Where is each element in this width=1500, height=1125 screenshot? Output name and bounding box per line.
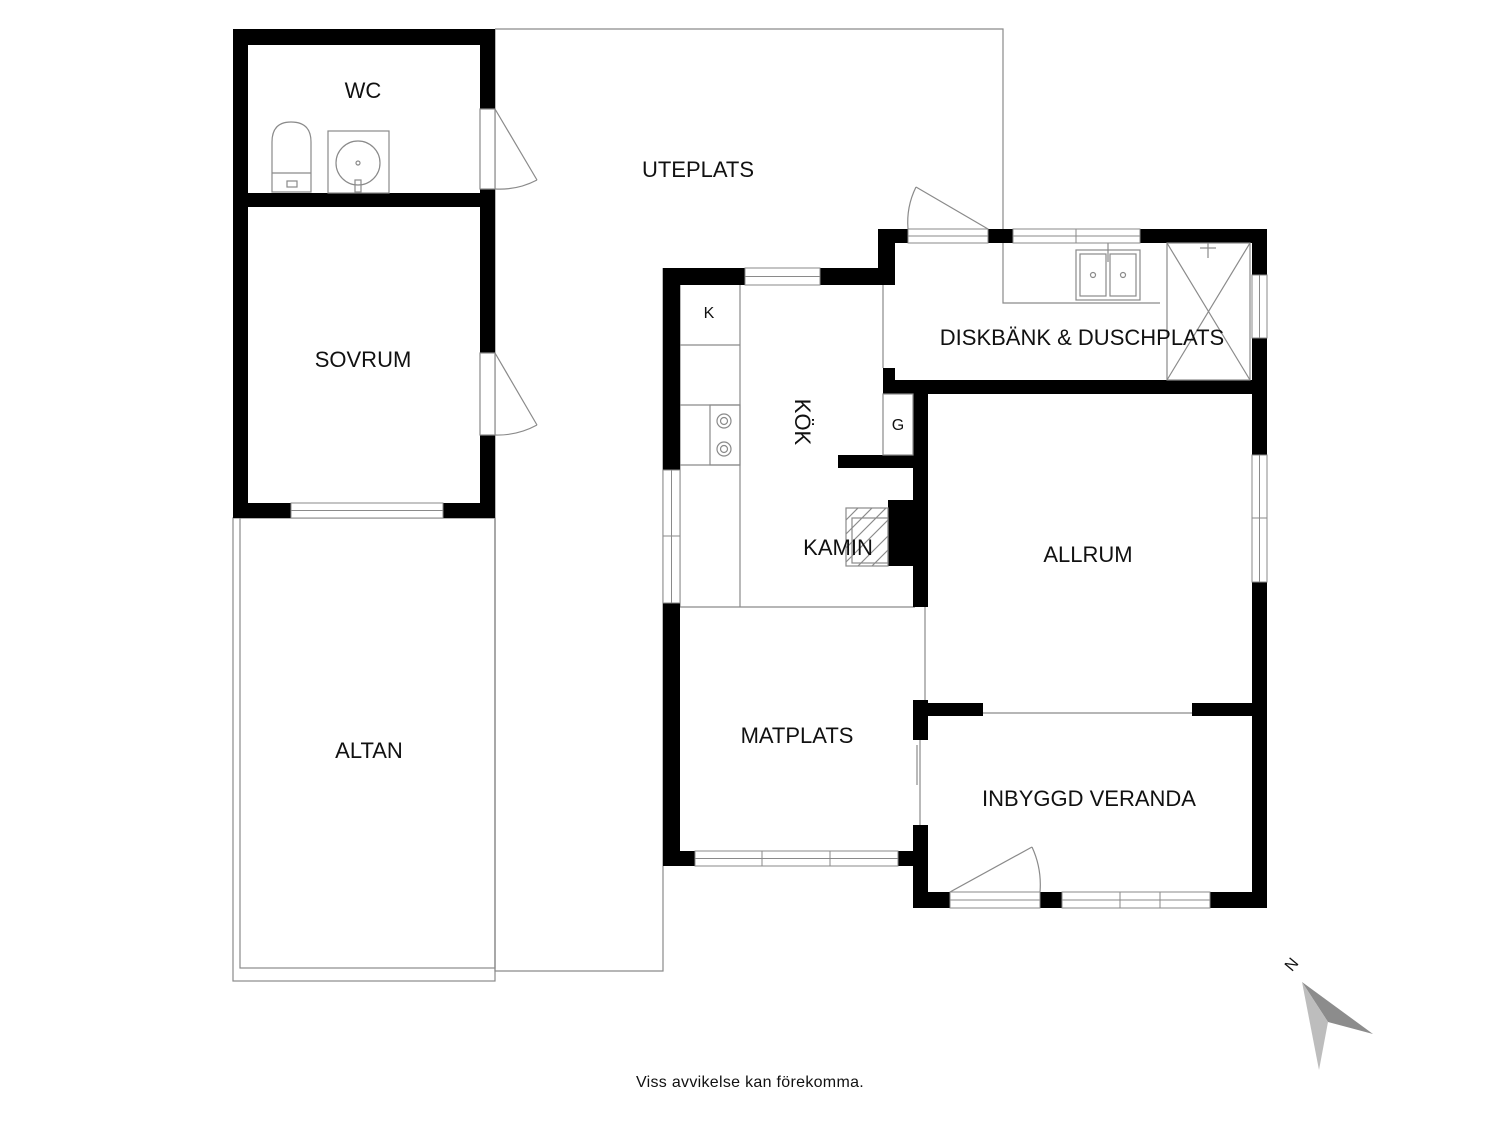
doors [479,108,1041,893]
wall [838,455,918,468]
wall [1140,229,1267,243]
room-label-sovrum: SOVRUM [315,347,412,372]
door-diskbank [907,186,989,230]
wall [663,851,695,866]
wall [883,380,1267,394]
washbasin-icon [327,130,390,194]
wall [663,268,745,285]
north-label: N [1282,955,1302,975]
wall [663,268,680,470]
room-label-kok: KÖK [790,399,815,446]
wall [480,29,495,109]
room-labels: WC UTEPLATS SOVRUM DISKBÄNK & DUSCHPLATS… [315,78,1225,811]
wall [233,193,495,207]
g-cabinet [882,393,914,456]
counter-divisions [680,344,740,466]
room-label-uteplats: UTEPLATS [642,157,754,182]
window [290,502,444,519]
walls [233,29,1267,908]
window [949,891,1041,909]
room-label-matplats: MATPLATS [741,723,854,748]
wall [1040,892,1062,908]
north-arrow-icon: N [1282,955,1373,1070]
wall [820,268,895,285]
wall [1252,338,1267,455]
fixtures [271,121,1251,567]
wall [480,189,495,353]
wall [1252,582,1267,908]
wall [988,229,1013,243]
stove-icon [709,404,741,466]
window [1251,454,1268,583]
sink-icon [1075,243,1141,301]
window [1012,228,1141,244]
diskbank-counter [1002,229,1160,304]
fridge-label: K [704,305,715,322]
wall [888,500,916,566]
wall [1210,892,1267,908]
room-label-altan: ALTAN [335,738,403,763]
wall [1252,229,1267,275]
wall [913,892,950,908]
window [744,267,821,286]
door-sovrum [479,352,538,436]
window [694,850,899,867]
windows [290,228,1268,909]
wall [878,229,895,285]
sliding-door-matplats [916,740,921,825]
fireplace-icon [845,507,889,567]
room-label-allrum: ALLRUM [1043,542,1132,567]
wall [913,703,983,716]
room-label-wc: WC [345,78,382,103]
compass-arrow-dark [1302,982,1373,1034]
wall [233,503,291,518]
wall [233,29,248,518]
wall [913,825,928,908]
door-wc [479,108,538,190]
wall [443,503,495,518]
window [1061,891,1211,909]
door-veranda [949,846,1041,893]
compass-arrow-light [1302,982,1328,1070]
room-label-kamin: KAMIN [803,535,873,560]
disclaimer-text: Viss avvikelse kan förekomma. [635,1074,865,1091]
wall [898,851,915,866]
window [662,469,681,604]
window [907,228,989,244]
wall [663,603,680,866]
shower-icon [1166,242,1251,381]
room-label-veranda: INBYGGD VERANDA [982,786,1196,811]
window [1251,274,1268,339]
toilet-icon [271,121,312,193]
g-label: G [892,417,904,434]
wall [233,29,495,45]
wall [913,385,928,607]
wall [1192,703,1267,716]
room-label-diskbank: DISKBÄNK & DUSCHPLATS [940,325,1224,350]
wall [480,435,495,518]
